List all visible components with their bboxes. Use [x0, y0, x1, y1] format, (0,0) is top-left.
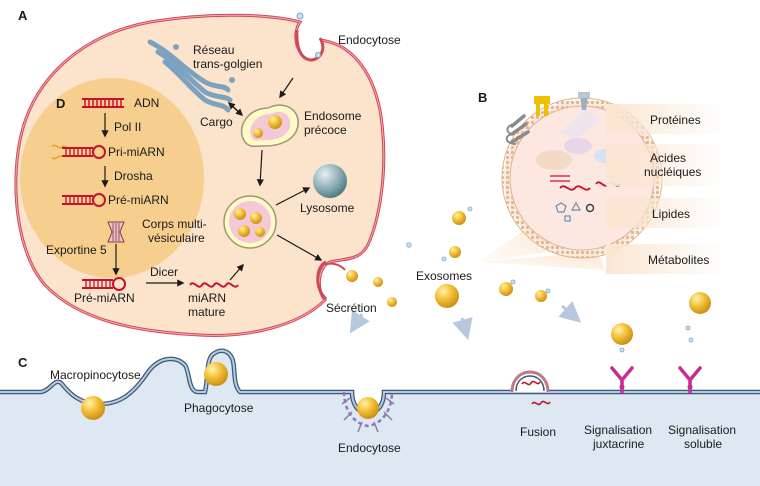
cargo-label-acides: Acides — [650, 151, 686, 165]
label-endosome-2: précoce — [304, 123, 347, 137]
cell-arrows — [227, 77, 323, 281]
label-cargo: Cargo — [200, 115, 233, 129]
label-drosha: Drosha — [114, 169, 153, 183]
nucleus — [20, 78, 204, 278]
pre-mirna-hairpin-nuclear — [62, 193, 106, 207]
label-lysosome: Lysosome — [300, 201, 355, 215]
label-endocytose-bottom: Endocytose — [338, 441, 401, 455]
label-fusion: Fusion — [520, 425, 556, 439]
label-pre-mirna-2: Pré-miARN — [74, 291, 135, 305]
mirna-pathway — [51, 98, 239, 291]
exosome-cargo-labels — [606, 104, 726, 274]
mature-mirna-strand — [189, 282, 239, 288]
label-pol2: Pol II — [114, 120, 141, 134]
label-corps-1: Corps multi- — [142, 217, 207, 231]
pre-mirna-hairpin-cyto — [82, 277, 126, 291]
label-exosomes: Exosomes — [416, 269, 472, 283]
early-endosome — [240, 104, 299, 148]
panel-label-b: B — [478, 90, 487, 105]
label-pri-mirna: Pri-miARN — [108, 145, 165, 159]
label-adn: ADN — [134, 96, 159, 110]
cargo-label-metabolites: Métabolites — [648, 253, 709, 267]
label-endosome-1: Endosome — [304, 109, 362, 123]
cargo-label-proteines: Protéines — [650, 113, 701, 127]
endocytosis-pit — [295, 12, 325, 62]
free-exosomes — [346, 206, 711, 353]
label-reseau-2: trans-golgien — [193, 57, 262, 71]
label-mirna-1: miARN — [188, 291, 226, 305]
label-juxta-2: juxtacrine — [592, 437, 645, 451]
label-soluble-2: soluble — [684, 437, 722, 451]
label-mirna-2: mature — [188, 305, 226, 319]
golgi-network — [147, 39, 235, 113]
recipient-cell — [0, 348, 760, 486]
membrane-proteins — [505, 92, 590, 145]
panel-label-d: D — [56, 96, 65, 111]
panel-label-c: C — [18, 355, 28, 370]
label-pre-mirna-1: Pré-miARN — [108, 193, 169, 207]
secretion-pit — [316, 260, 346, 301]
label-macropinocytose: Macropinocytose — [50, 368, 141, 382]
cargo-label-lipides: Lipides — [652, 207, 690, 221]
uptake-mechanisms — [81, 362, 702, 433]
label-dicer: Dicer — [150, 265, 178, 279]
label-reseau-1: Réseau — [193, 43, 234, 57]
release-arrows — [349, 301, 582, 341]
label-exportine: Exportine 5 — [46, 243, 107, 257]
cargo-label-nucleiques: nucléiques — [644, 165, 701, 179]
label-juxta-1: Signalisation — [584, 423, 652, 437]
lysosome — [313, 164, 347, 198]
label-corps-2: vésiculaire — [148, 231, 205, 245]
label-secretion: Sécrétion — [326, 301, 377, 315]
multivesicular-body — [223, 195, 277, 249]
label-phagocytose: Phagocytose — [184, 401, 254, 415]
pri-mirna-hairpin — [51, 144, 106, 160]
panel-label-a: A — [18, 8, 28, 23]
dna-ladder — [82, 98, 124, 108]
label-soluble-1: Signalisation — [668, 423, 736, 437]
exportin-5-channel — [107, 221, 125, 243]
label-endocytose-top: Endocytose — [338, 33, 401, 47]
